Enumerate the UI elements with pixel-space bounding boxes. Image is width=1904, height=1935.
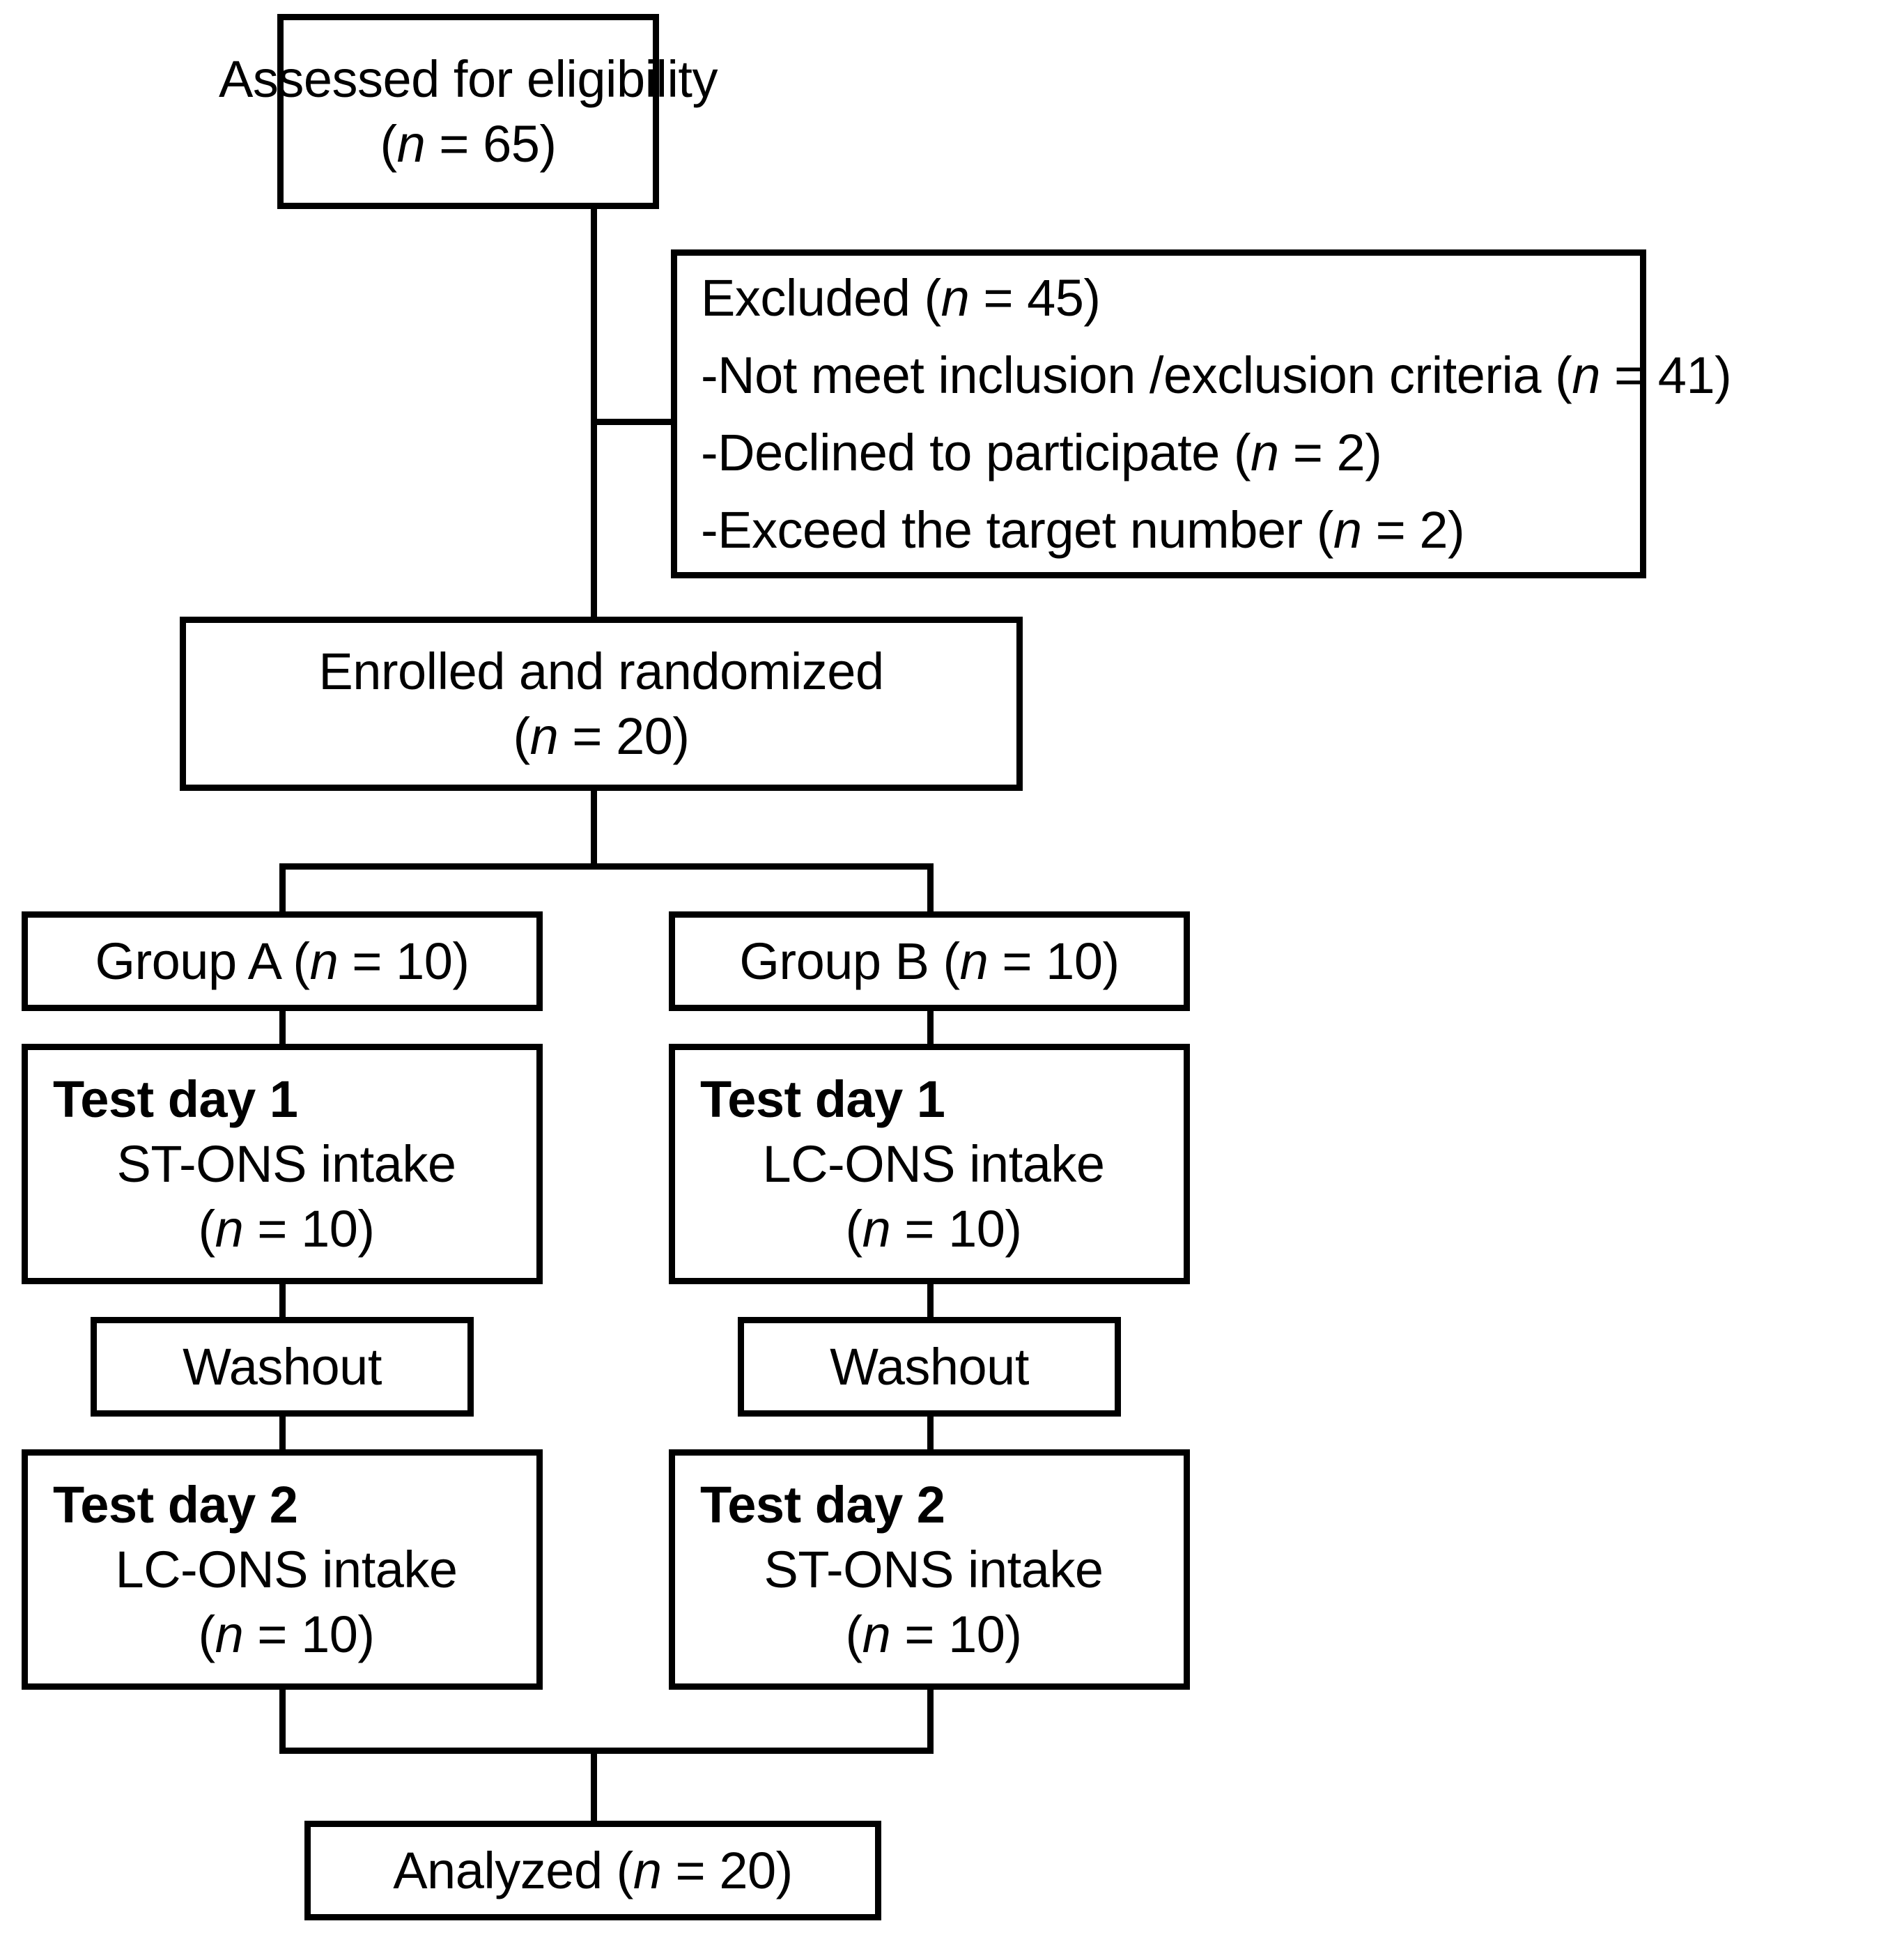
excluded-total: Excluded (n = 45) xyxy=(701,268,1101,327)
connector-enrolled-stem xyxy=(591,791,597,870)
connector-to-excluded xyxy=(591,419,674,425)
connector-a-washout-to-day2 xyxy=(279,1417,286,1449)
connector-a-day1-to-washout xyxy=(279,1284,286,1317)
b-washout-label: Washout xyxy=(830,1337,1029,1396)
node-enrolled-and-randomized: Enrolled and randomized (n = 20) xyxy=(180,617,1023,791)
connector-b-day1-to-washout xyxy=(927,1284,934,1317)
a-day2-intervention: LC-ONS intake xyxy=(115,1540,458,1598)
node-group-a-washout: Washout xyxy=(91,1317,474,1417)
a-day1-count: (n = 10) xyxy=(198,1200,375,1258)
connector-merge-bar xyxy=(279,1748,934,1754)
node-excluded: Excluded (n = 45) -Not meet inclusion /e… xyxy=(671,249,1732,578)
node-group-b: Group B (n = 10) xyxy=(669,911,1190,1011)
node-group-b-washout: Washout xyxy=(738,1317,1121,1417)
b-day1-heading: Test day 1 xyxy=(700,1070,945,1128)
excluded-reason-criteria: -Not meet inclusion /exclusion criteria … xyxy=(701,346,1732,404)
analyzed-label: Analyzed (n = 20) xyxy=(393,1841,793,1899)
a-day2-heading: Test day 2 xyxy=(53,1475,298,1534)
a-washout-label: Washout xyxy=(183,1337,382,1396)
node-group-a-test-day-1: Test day 1 ST-ONS intake (n = 10) xyxy=(22,1044,543,1284)
node-assessed-for-eligibility: Assessed for eligibility (n = 65) xyxy=(219,14,718,209)
connector-split-bar xyxy=(279,863,934,870)
group-a-label: Group A (n = 10) xyxy=(95,932,470,990)
node-analyzed: Analyzed (n = 20) xyxy=(304,1821,881,1920)
connector-split-left xyxy=(279,863,286,914)
excluded-reason-declined: -Declined to participate (n = 2) xyxy=(701,424,1382,481)
enrolled-title: Enrolled and randomized xyxy=(318,642,884,700)
excluded-reason-exceed: -Exceed the target number (n = 2) xyxy=(701,501,1465,560)
connector-merge-to-analyzed xyxy=(591,1748,597,1824)
b-day2-heading: Test day 2 xyxy=(700,1475,945,1534)
a-day1-heading: Test day 1 xyxy=(53,1070,298,1128)
connector-a-day2-merge-stem xyxy=(279,1690,286,1754)
node-group-a: Group A (n = 10) xyxy=(22,911,543,1011)
assessed-count: (n = 65) xyxy=(380,115,557,173)
node-group-a-test-day-2: Test day 2 LC-ONS intake (n = 10) xyxy=(22,1449,543,1690)
connector-b-day2-merge-stem xyxy=(927,1690,934,1754)
assessed-title: Assessed for eligibility xyxy=(219,49,718,108)
b-day1-count: (n = 10) xyxy=(845,1200,1022,1258)
enrolled-count: (n = 20) xyxy=(513,707,690,765)
node-group-b-test-day-1: Test day 1 LC-ONS intake (n = 10) xyxy=(669,1044,1190,1284)
a-day1-intervention: ST-ONS intake xyxy=(116,1134,456,1193)
group-b-label: Group B (n = 10) xyxy=(739,932,1120,990)
connector-group-b-to-day1 xyxy=(927,1011,934,1044)
b-day2-count: (n = 10) xyxy=(845,1605,1022,1664)
connector-b-washout-to-day2 xyxy=(927,1417,934,1449)
node-group-b-test-day-2: Test day 2 ST-ONS intake (n = 10) xyxy=(669,1449,1190,1690)
b-day2-intervention: ST-ONS intake xyxy=(764,1540,1104,1598)
connector-split-right xyxy=(927,863,934,914)
a-day2-count: (n = 10) xyxy=(198,1605,375,1664)
connector-group-a-to-day1 xyxy=(279,1011,286,1044)
connector-assessed-to-enrolled xyxy=(591,209,597,617)
b-day1-intervention: LC-ONS intake xyxy=(762,1134,1105,1193)
